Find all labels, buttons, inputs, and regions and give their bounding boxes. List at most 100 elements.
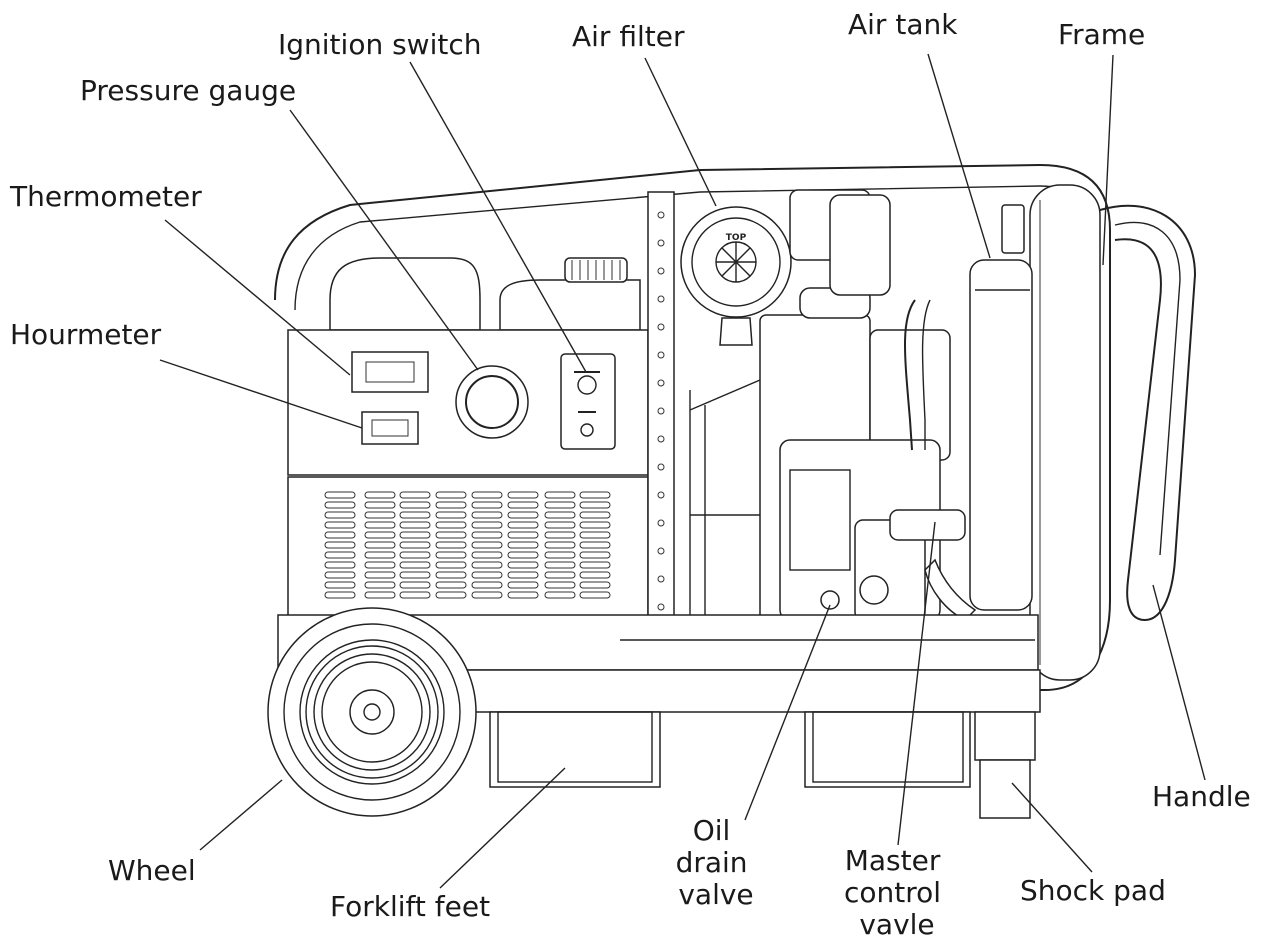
- vent-slot: [471, 541, 503, 549]
- vent-slot: [471, 521, 503, 529]
- vent-slot: [544, 591, 576, 599]
- post-hole: [657, 239, 665, 247]
- label-air-filter: Air filter: [572, 20, 685, 53]
- leader-oil-drain: [744, 604, 831, 821]
- vent-slot: [435, 581, 467, 589]
- vent-slot: [364, 511, 396, 519]
- label-pressure-gauge: Pressure gauge: [80, 74, 296, 107]
- post-hole: [657, 491, 665, 499]
- post-hole: [657, 351, 665, 359]
- vent-slot: [544, 561, 576, 569]
- machine-illustration: TOP: [267, 163, 1197, 819]
- vent-slot: [435, 501, 467, 509]
- label-oil-drain-valve-line1: Oil: [693, 814, 731, 847]
- vent-slot: [507, 581, 539, 589]
- label-oil-drain-valve-line2: drain: [676, 846, 748, 879]
- wheel-tire: [267, 607, 477, 817]
- vent-slot: [579, 491, 611, 499]
- vent-slot: [435, 571, 467, 579]
- vent-slot: [579, 501, 611, 509]
- vent-slot: [399, 551, 431, 559]
- vent-slot: [507, 531, 539, 539]
- vent-slot: [507, 511, 539, 519]
- leader-ignition: [409, 61, 587, 373]
- post-hole: [657, 407, 665, 415]
- label-frame: Frame: [1058, 18, 1145, 51]
- vent-slot: [507, 571, 539, 579]
- vent-slot: [364, 571, 396, 579]
- vent-slot: [324, 511, 356, 519]
- label-air-tank: Air tank: [848, 8, 958, 41]
- vent-slot: [507, 491, 539, 499]
- vent-slot: [471, 551, 503, 559]
- vent-slot: [324, 551, 356, 559]
- vent-slot: [579, 561, 611, 569]
- label-handle: Handle: [1152, 780, 1251, 813]
- vent-slot: [435, 531, 467, 539]
- label-oil-drain-valve-line3: valve: [678, 878, 753, 911]
- vent-slot: [324, 561, 356, 569]
- leader-thermometer: [164, 219, 351, 376]
- vent-slot: [471, 581, 503, 589]
- vent-slot: [544, 551, 576, 559]
- vent-slot: [579, 581, 611, 589]
- leader-hourmeter: [159, 359, 363, 429]
- vent-slot: [399, 581, 431, 589]
- vent-slot: [324, 571, 356, 579]
- hourmeter-display: [361, 411, 419, 445]
- vent-slot: [579, 551, 611, 559]
- vent-slot: [579, 591, 611, 599]
- vent-slot: [399, 501, 431, 509]
- thermometer-display: [351, 351, 429, 393]
- leader-forklift: [439, 767, 566, 889]
- ignition-switch-plate: [560, 353, 616, 450]
- label-master-control-valve-line2: control: [844, 876, 941, 909]
- vent-slot: [579, 521, 611, 529]
- vent-slot: [364, 551, 396, 559]
- vent-slot: [471, 561, 503, 569]
- post-hole: [657, 435, 665, 443]
- post-hole: [657, 379, 665, 387]
- vent-slot: [399, 511, 431, 519]
- leader-air-filter: [644, 57, 717, 207]
- vent-slot: [364, 541, 396, 549]
- vent-slot: [579, 511, 611, 519]
- vent-slot: [399, 541, 431, 549]
- vent-slot: [544, 491, 576, 499]
- vent-slot: [435, 551, 467, 559]
- leader-master-valve: [897, 521, 936, 846]
- vent-slot: [399, 531, 431, 539]
- vent-slot: [435, 521, 467, 529]
- vent-slot: [507, 591, 539, 599]
- label-master-control-valve-line3: vavle: [859, 908, 934, 941]
- vent-slot: [579, 571, 611, 579]
- vent-slot: [544, 581, 576, 589]
- post-hole: [657, 323, 665, 331]
- vent-slot: [471, 571, 503, 579]
- vent-slot: [399, 561, 431, 569]
- vent-slot: [364, 561, 396, 569]
- label-thermometer: Thermometer: [9, 180, 202, 213]
- vent-slot: [435, 561, 467, 569]
- vent-slot: [544, 531, 576, 539]
- vent-slot: [324, 541, 356, 549]
- vent-slot: [471, 501, 503, 509]
- vent-slot: [507, 561, 539, 569]
- vent-slot: [471, 591, 503, 599]
- leader-handle: [1152, 584, 1206, 781]
- leader-air-tank: [927, 53, 991, 259]
- post-hole: [657, 463, 665, 471]
- post-hole: [657, 295, 665, 303]
- post-hole: [657, 267, 665, 275]
- leader-shock-pad: [1011, 782, 1093, 873]
- post-hole: [657, 519, 665, 527]
- vent-slot: [399, 521, 431, 529]
- label-hourmeter: Hourmeter: [10, 318, 162, 351]
- vent-panel: [287, 476, 649, 618]
- vent-slot: [544, 541, 576, 549]
- handle-shape: [1099, 204, 1197, 622]
- leader-pressure-gauge: [289, 109, 479, 371]
- vent-slot: [364, 591, 396, 599]
- vent-slot: [324, 531, 356, 539]
- vent-slot: [399, 491, 431, 499]
